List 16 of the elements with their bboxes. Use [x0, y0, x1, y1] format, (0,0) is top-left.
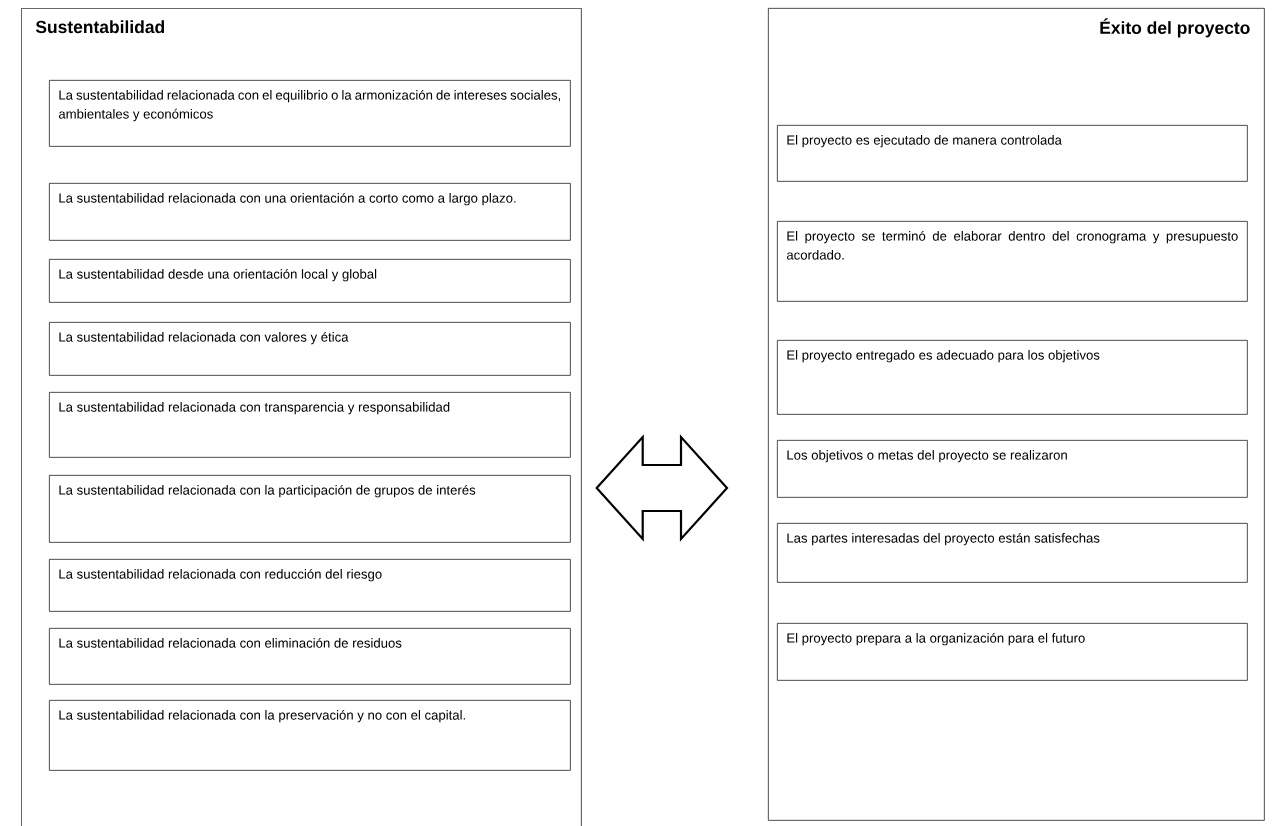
statement-box: La sustentabilidad relacionada con una orientación a corto como a largo plazo.	[49, 183, 571, 241]
statement-box: La sustentabilidad relacionada con la preservación y no con el capital.	[49, 700, 571, 771]
statement-box: La sustentabilidad relacionada con transparencia y responsabilidad	[49, 392, 571, 458]
statement-box: La sustentabilidad relacionada con reducción del riesgo	[49, 559, 571, 612]
statement-box: La sustentabilidad relacionada con el equilibrio o la armonización de intereses sociales, ambientales y económicos	[49, 80, 571, 147]
statement-box: La sustentabilidad relacionada con eliminación de residuos	[49, 628, 571, 685]
statement-box: El proyecto es ejecutado de manera controlada	[777, 125, 1248, 182]
statement-box: Los objetivos o metas del proyecto se realizaron	[777, 440, 1248, 498]
statement-box: El proyecto prepara a la organización para el futuro	[777, 623, 1248, 681]
statement-box: La sustentabilidad relacionada con valores y ética	[49, 322, 571, 376]
statement-box: El proyecto se terminó de elaborar dentro del cronograma y presupuesto acordado.	[777, 221, 1248, 302]
statement-box: La sustentabilidad relacionada con la participación de grupos de interés	[49, 475, 571, 543]
statement-box: La sustentabilidad desde una orientación local y global	[49, 259, 571, 303]
statement-box: Las partes interesadas del proyecto están satisfechas	[777, 523, 1248, 583]
statement-box: El proyecto entregado es adecuado para los objetivos	[777, 340, 1248, 415]
double-arrow	[595, 434, 729, 542]
